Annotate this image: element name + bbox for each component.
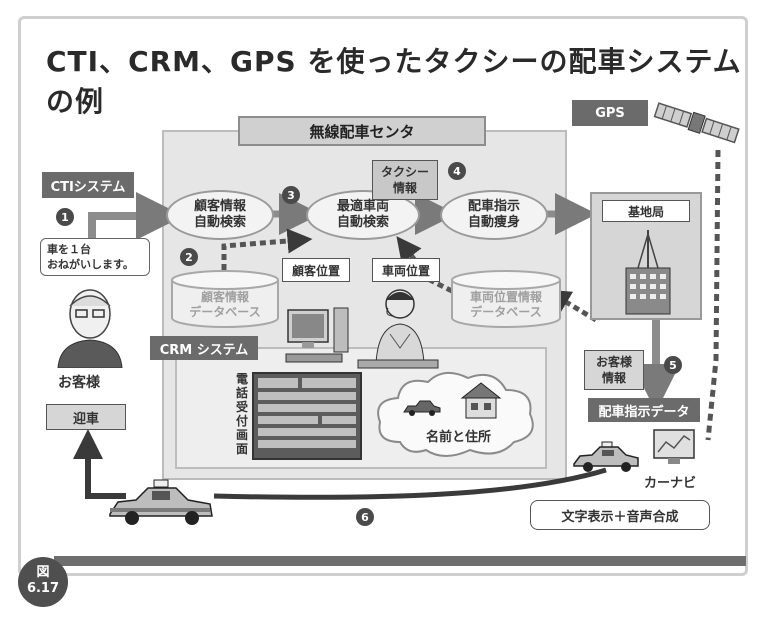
diagram-title: CTI、CRM、GPS を使ったタクシーの配車システムの例 xyxy=(46,45,742,118)
figure-line1: 図 xyxy=(36,565,50,580)
car-navi-label: カーナビ xyxy=(644,476,697,491)
computer-icon xyxy=(285,307,349,363)
name-address-label: 名前と住所 xyxy=(426,430,492,445)
pickup-box: 迎車 xyxy=(46,404,126,430)
dispatch-data-label: 配車指示データ xyxy=(588,398,700,422)
figure-number-badge: 図 6.17 xyxy=(18,557,68,607)
oval-vehicle-search-line1: 最適車両 xyxy=(336,199,389,214)
satellite-icon xyxy=(653,102,740,144)
gps-label: GPS xyxy=(572,100,648,126)
step-1-badge: 1 xyxy=(56,208,74,226)
figure-line2: 6.17 xyxy=(26,581,60,596)
house-icon xyxy=(460,382,502,419)
step-4-badge: 4 xyxy=(448,162,466,180)
screen-table-icon xyxy=(258,378,356,448)
taxi-info-box: タクシー 情報 xyxy=(372,160,438,200)
text-voice-box: 文字表示＋音声合成 xyxy=(530,500,710,530)
car-navi-icon xyxy=(653,429,695,464)
vehicle-database-label: 車両位置情報 データベース xyxy=(450,290,562,320)
vehicle-database-line1: 車両位置情報 xyxy=(469,290,542,304)
request-speech-bubble: 車を１台 おねがいします。 xyxy=(40,238,150,276)
base-station-label: 基地局 xyxy=(602,200,690,222)
request-line1: 車を１台 xyxy=(47,243,91,256)
customer-database-label: 顧客情報 データベース xyxy=(170,290,280,320)
customer-database-line2: データベース xyxy=(189,305,261,319)
oval-vehicle-search: 最適車両自動検索 xyxy=(306,190,420,240)
customer-info-box: お客様 情報 xyxy=(584,350,644,390)
oval-dispatch-command-line2: 自動痩身 xyxy=(467,215,520,230)
base-station-tower-icon xyxy=(625,230,671,315)
cti-system-label: CTIシステム xyxy=(42,172,134,198)
taxi-small-icon xyxy=(573,441,639,472)
oval-vehicle-search-line2: 自動検索 xyxy=(336,215,389,230)
oval-dispatch-command-line1: 配車指示 xyxy=(467,199,520,214)
taxi-info-line2: 情報 xyxy=(392,181,417,195)
step-2-badge: 2 xyxy=(180,248,198,266)
small-car-icon xyxy=(403,400,441,416)
operator-icon xyxy=(357,289,439,369)
taxi-info-line1: タクシー xyxy=(380,165,429,179)
oval-customer-search-line2: 自動検索 xyxy=(193,215,246,230)
vehicle-database-icon xyxy=(451,270,561,328)
bottom-bar xyxy=(54,556,746,566)
customer-info-line1: お客様 xyxy=(595,355,632,369)
customer-info-line2: 情報 xyxy=(601,371,626,385)
phone-reception-label: 電話受付画面 xyxy=(236,372,249,456)
step-6-badge: 6 xyxy=(356,508,374,526)
customer-position-box: 顧客位置 xyxy=(282,258,350,282)
step-3-badge: 3 xyxy=(282,186,300,204)
dispatch-center-title: 無線配車センタ xyxy=(238,116,486,146)
phone-reception-screen xyxy=(252,372,362,460)
customer-label: お客様 xyxy=(58,375,100,391)
crm-system-label: CRM システム xyxy=(150,336,258,360)
oval-dispatch-command: 配車指示自動痩身 xyxy=(440,190,548,240)
taxi-icon xyxy=(109,479,213,525)
oval-customer-search: 顧客情報自動検索 xyxy=(166,190,274,240)
request-line2: おねがいします。 xyxy=(47,258,134,271)
step-5-badge: 5 xyxy=(664,356,682,374)
vehicle-position-box: 車両位置 xyxy=(372,258,440,282)
oval-customer-search-line1: 顧客情報 xyxy=(193,199,246,214)
customer-person-icon xyxy=(57,289,123,368)
cloud-shape xyxy=(377,371,534,457)
vehicle-database-line2: データベース xyxy=(470,305,542,319)
customer-database-icon xyxy=(171,270,279,328)
customer-database-line1: 顧客情報 xyxy=(200,290,249,304)
